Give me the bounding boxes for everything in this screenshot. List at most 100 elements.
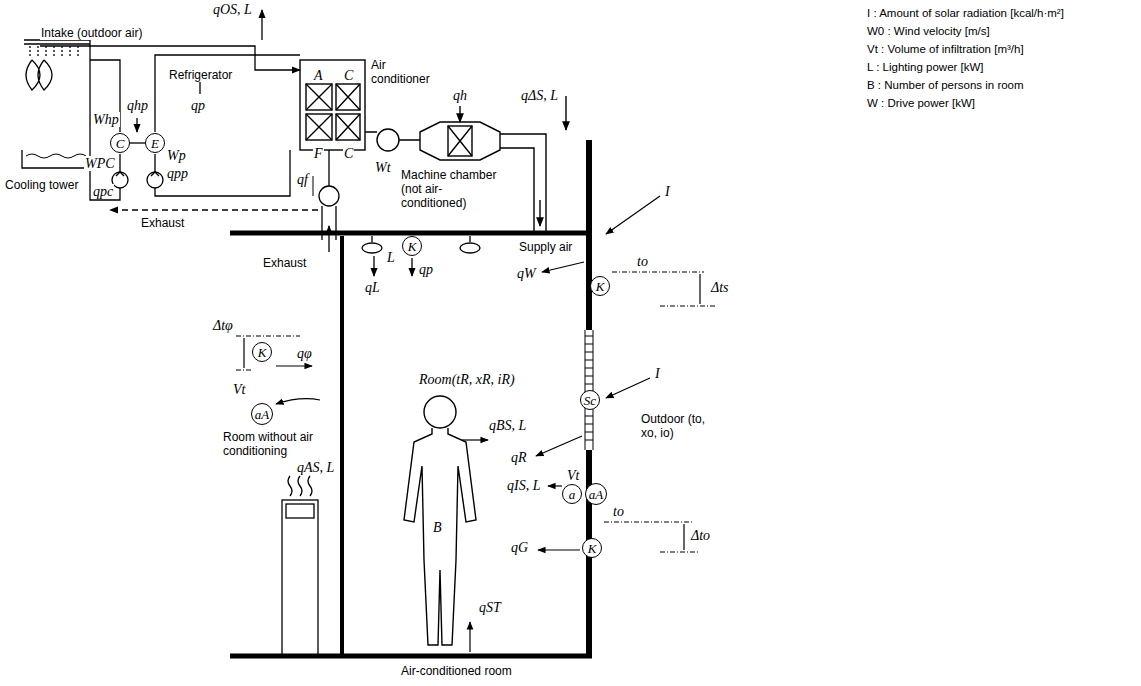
person-figure [404, 428, 476, 645]
refrigerant-piping [112, 172, 128, 188]
label-text: qBS, L [488, 418, 527, 433]
exhaust-duct [328, 226, 329, 252]
refrigerant-piping [155, 55, 300, 196]
heater [282, 500, 318, 655]
refrigerant-piping [116, 172, 159, 176]
label-text: I [664, 184, 671, 199]
label-text: Δto [690, 528, 711, 543]
label-text: qAS, L [296, 460, 335, 475]
label-text: Cooling tower [4, 178, 79, 192]
cooling-tower [26, 60, 52, 90]
air-conditioner [336, 114, 360, 140]
label-text: L : Lighting power [kW] [866, 60, 985, 74]
symbol-circle: K [402, 236, 422, 256]
lighting [362, 243, 382, 253]
label-text: Vt : Volume of infiltration [m³/h] [866, 42, 1025, 56]
label-text: qΔS, L [520, 88, 559, 103]
label-text: Refrigerator [168, 68, 233, 82]
label-text: qST [478, 600, 502, 615]
label-text: qR [510, 450, 528, 465]
symbol-circle: aA [251, 403, 273, 425]
exhaust-duct [313, 176, 314, 196]
heat-flow-arrows [538, 549, 580, 550]
label-text: B : Number of persons in room [866, 78, 1025, 92]
refrigerant-piping [90, 60, 120, 200]
label-text: W0 : Wind velocity [m/s] [866, 24, 991, 38]
heat-flow-arrows [604, 521, 694, 522]
label-text: W : Drive power [kW] [866, 96, 976, 110]
label-text: qL [364, 280, 381, 295]
symbol-circle: a [562, 484, 582, 504]
intake-duct [261, 10, 262, 40]
cooling-tower [22, 40, 90, 168]
symbol-letter: aA [589, 488, 603, 501]
label-text: qOS, L [212, 2, 253, 17]
label-text: Air conditioner [370, 58, 444, 86]
label-text: I [654, 366, 661, 381]
label-text: I : Amount of solar radiation [kcal/h·m²… [866, 6, 1065, 20]
label-text: Whp [92, 112, 120, 127]
label-text: qh [452, 88, 468, 103]
air-conditioner [336, 84, 360, 110]
symbol-letter: K [258, 346, 267, 359]
label-text: Exhaust [262, 256, 307, 270]
label-text: F [313, 146, 324, 161]
heat-flow-arrows [536, 436, 582, 456]
symbol-letter: K [596, 280, 605, 293]
symbol-circle: E [145, 133, 165, 153]
symbol-letter: a [569, 488, 576, 501]
air-conditioner [306, 84, 332, 110]
label-text: Supply air [518, 240, 573, 254]
label-text: Vt [232, 382, 246, 397]
air-conditioner [300, 60, 365, 150]
exhaust-duct [319, 186, 339, 206]
heat-flow-arrows [612, 271, 704, 272]
label-text: qf [296, 172, 309, 187]
heater [282, 476, 318, 655]
lighting [411, 258, 412, 276]
exhaust-duct [328, 150, 329, 186]
label-text: qp [418, 262, 434, 277]
label-text: qpp [166, 166, 189, 181]
symbol-letter: C [116, 137, 125, 150]
air-conditioner [539, 200, 540, 226]
air-conditioner [306, 114, 332, 140]
label-text: Δtφ [212, 318, 234, 333]
symbol-letter: E [151, 137, 159, 150]
exhaust-duct [110, 209, 318, 210]
symbol-circle: C [110, 133, 130, 153]
label-text: Wt [374, 160, 392, 175]
building-structure [230, 140, 593, 658]
label-text: to [636, 254, 649, 269]
intake-duct [40, 10, 300, 70]
heat-flow-arrows [236, 369, 252, 370]
heat-flow-arrows [276, 365, 312, 366]
building-structure [230, 231, 592, 236]
symbol-circle: K [590, 276, 610, 296]
label-text: Room without air conditioning [222, 430, 336, 458]
label-text: Δts [710, 280, 730, 295]
label-text: C [343, 68, 354, 83]
lighting [460, 243, 480, 253]
label-text: Room(tR, xR, iR) [418, 372, 516, 387]
label-text: A [313, 68, 324, 83]
heater [286, 504, 314, 518]
label-text: Vt [566, 468, 580, 483]
heat-flow-arrows [542, 262, 584, 272]
symbol-letter: aA [255, 408, 269, 421]
air-conditioner [336, 114, 360, 140]
air-conditioner [448, 126, 472, 156]
heat-flow-arrows [699, 274, 700, 304]
intake-duct [40, 46, 300, 70]
label-text: qφ [296, 346, 313, 361]
symbol-circle: K [252, 342, 272, 362]
heater [288, 476, 312, 496]
symbol-letter: K [408, 240, 417, 253]
label-text: WPC [84, 156, 116, 171]
symbol-letter: K [588, 542, 597, 555]
building-structure [340, 236, 344, 655]
air-conditioner [377, 129, 399, 151]
label-text: B [432, 520, 443, 535]
air-conditioner [459, 106, 460, 122]
